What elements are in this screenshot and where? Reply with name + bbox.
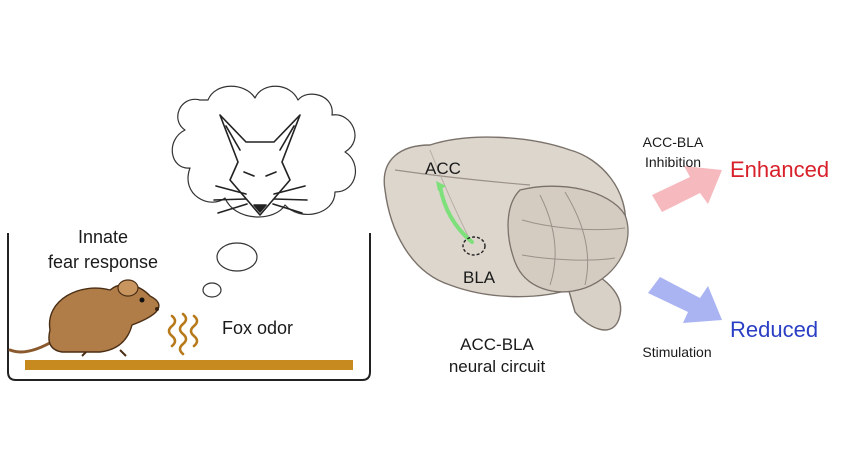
- inhibition-label-line2: Inhibition: [644, 154, 702, 170]
- acc-label: ACC: [425, 159, 461, 178]
- floor-bedding: [25, 360, 353, 370]
- acc-bla-pathway: [438, 184, 474, 244]
- mouse-icon: [8, 279, 160, 357]
- fox-odor-label: Fox odor: [222, 318, 294, 338]
- bla-label: BLA: [463, 268, 496, 287]
- up-arrow-icon: [652, 166, 722, 212]
- brain-icon: [383, 136, 629, 331]
- inhibition-label-line1: ACC-BLA: [642, 134, 704, 150]
- innate-label-line2: fear response: [47, 252, 159, 272]
- pathway-arrowhead: [436, 181, 446, 191]
- stimulation-label: Stimulation: [642, 344, 712, 360]
- innate-label-line1: Innate: [77, 227, 129, 247]
- circuit-label-line2: neural circuit: [448, 357, 546, 376]
- odor-waves-icon: [167, 312, 199, 356]
- reduced-label: Reduced: [730, 317, 819, 342]
- fox-head-icon: [213, 114, 308, 216]
- cage-box: [7, 233, 371, 381]
- bla-region-marker: [462, 236, 486, 256]
- down-arrow-icon: [648, 277, 722, 323]
- circuit-label-line1: ACC-BLA: [460, 335, 534, 354]
- enhanced-label: Enhanced: [730, 157, 830, 182]
